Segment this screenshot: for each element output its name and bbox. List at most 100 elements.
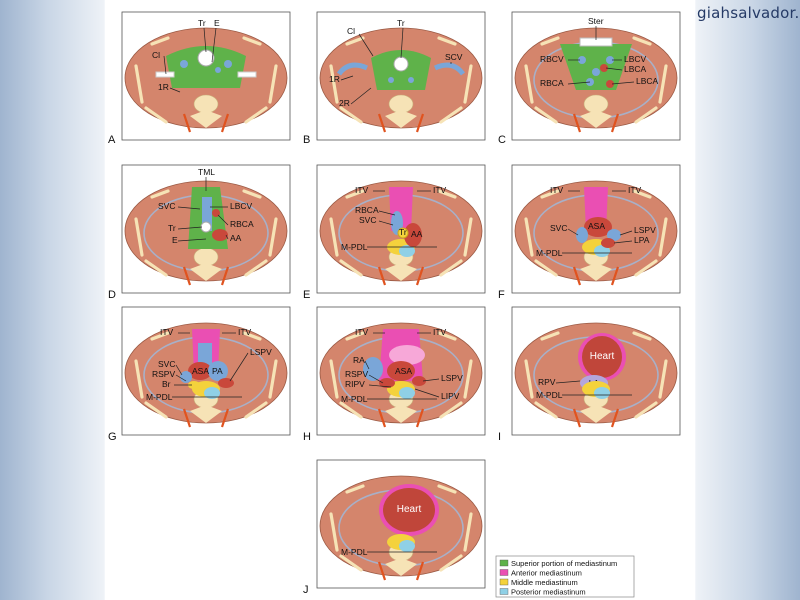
label-cl: Cl (347, 26, 355, 36)
rib (524, 359, 534, 399)
label-lspv: LSPV (441, 373, 463, 383)
panel-letter-g: G (108, 431, 117, 443)
rib (144, 259, 168, 277)
rib (134, 359, 144, 399)
leader-line (225, 234, 229, 240)
label-svc: SVC (359, 215, 376, 225)
panel-letter-a: A (108, 134, 116, 146)
rib (134, 64, 144, 104)
label-rbca: RBCA (230, 219, 254, 229)
label-itv-2: ITV (238, 327, 252, 337)
leader-line (163, 55, 167, 75)
leader-line (350, 87, 372, 105)
leader-line (605, 67, 623, 71)
superior-region (166, 46, 246, 88)
label-rspv: RSPV (152, 369, 175, 379)
rib (329, 64, 339, 104)
leader-line (400, 27, 404, 59)
rib (242, 189, 262, 199)
paraspinal-muscle (572, 113, 582, 133)
pulmonary-artery (208, 361, 228, 381)
rib (339, 106, 363, 124)
label-rbcv: RBCV (540, 54, 564, 64)
vessel (606, 56, 614, 64)
clavicle (155, 71, 175, 78)
label-cl: Cl (152, 50, 160, 60)
legend-swatch (499, 578, 509, 586)
leader-line (567, 228, 579, 236)
leader-line (368, 384, 392, 388)
leader-line (175, 374, 187, 382)
paraspinal-muscle (220, 408, 230, 428)
label-m-pdl: M-PDL (146, 392, 173, 402)
leader-line (368, 374, 384, 384)
paraspinal-muscle (220, 266, 230, 286)
heart (582, 336, 622, 378)
superior-vena-cava (180, 371, 192, 383)
label-itv: ITV (355, 185, 369, 195)
legend-item: Posterior mediastinum (511, 588, 586, 597)
posterior-region (594, 245, 610, 257)
superior-vena-cava (576, 227, 588, 243)
label-m-pdl: M-PDL (536, 248, 563, 258)
legend-swatch (499, 588, 509, 595)
label-asa: ASA (192, 366, 209, 376)
leader-line (378, 220, 394, 226)
leader-line (422, 378, 440, 382)
leader-line (613, 240, 633, 244)
panel-letter-e: E (303, 289, 310, 301)
leader-line (378, 210, 396, 216)
rib (242, 331, 262, 341)
trachea (197, 49, 215, 67)
legend-swatch (499, 569, 509, 576)
label-itv-2: ITV (628, 185, 642, 195)
leader-line (177, 226, 203, 230)
rib (634, 401, 658, 419)
leader-line (619, 230, 633, 236)
label-asa: ASA (588, 221, 605, 231)
label-ripv: RIPV (345, 379, 365, 389)
rib (244, 401, 268, 419)
label-tr: Tr (168, 223, 176, 233)
rib (658, 217, 668, 257)
leader-line (414, 388, 440, 398)
rib (150, 189, 170, 199)
spinous-process (385, 263, 417, 281)
panel-letter-c: C (498, 134, 506, 146)
spinous-process (190, 110, 222, 128)
label-rbca: RBCA (540, 78, 564, 88)
label-1r: 1R (329, 74, 340, 84)
label-tr: Tr (397, 18, 405, 28)
legend-box (495, 555, 635, 598)
label-heart: Heart (397, 504, 422, 515)
rib (534, 401, 558, 419)
rib (534, 106, 558, 124)
site-brand[interactable]: giahsalvador.cl (697, 4, 800, 22)
leader-line (211, 27, 217, 63)
rib (339, 554, 363, 572)
rib (437, 484, 457, 494)
spinous-process (580, 110, 612, 128)
trachea (397, 227, 409, 239)
rib (244, 259, 268, 277)
label-lbca-2: LBCA (636, 76, 659, 86)
paraspinal-muscle (377, 561, 387, 581)
rib (242, 36, 262, 46)
leader-line (175, 364, 183, 376)
vessel (215, 67, 221, 73)
spinous-process (580, 405, 612, 423)
label-tr: Tr (399, 227, 407, 237)
label-1r: 1R (158, 82, 169, 92)
label-lpa: LPA (634, 235, 650, 245)
rib (632, 36, 652, 46)
rib (540, 36, 560, 46)
rib (439, 106, 463, 124)
paraspinal-muscle (182, 266, 192, 286)
